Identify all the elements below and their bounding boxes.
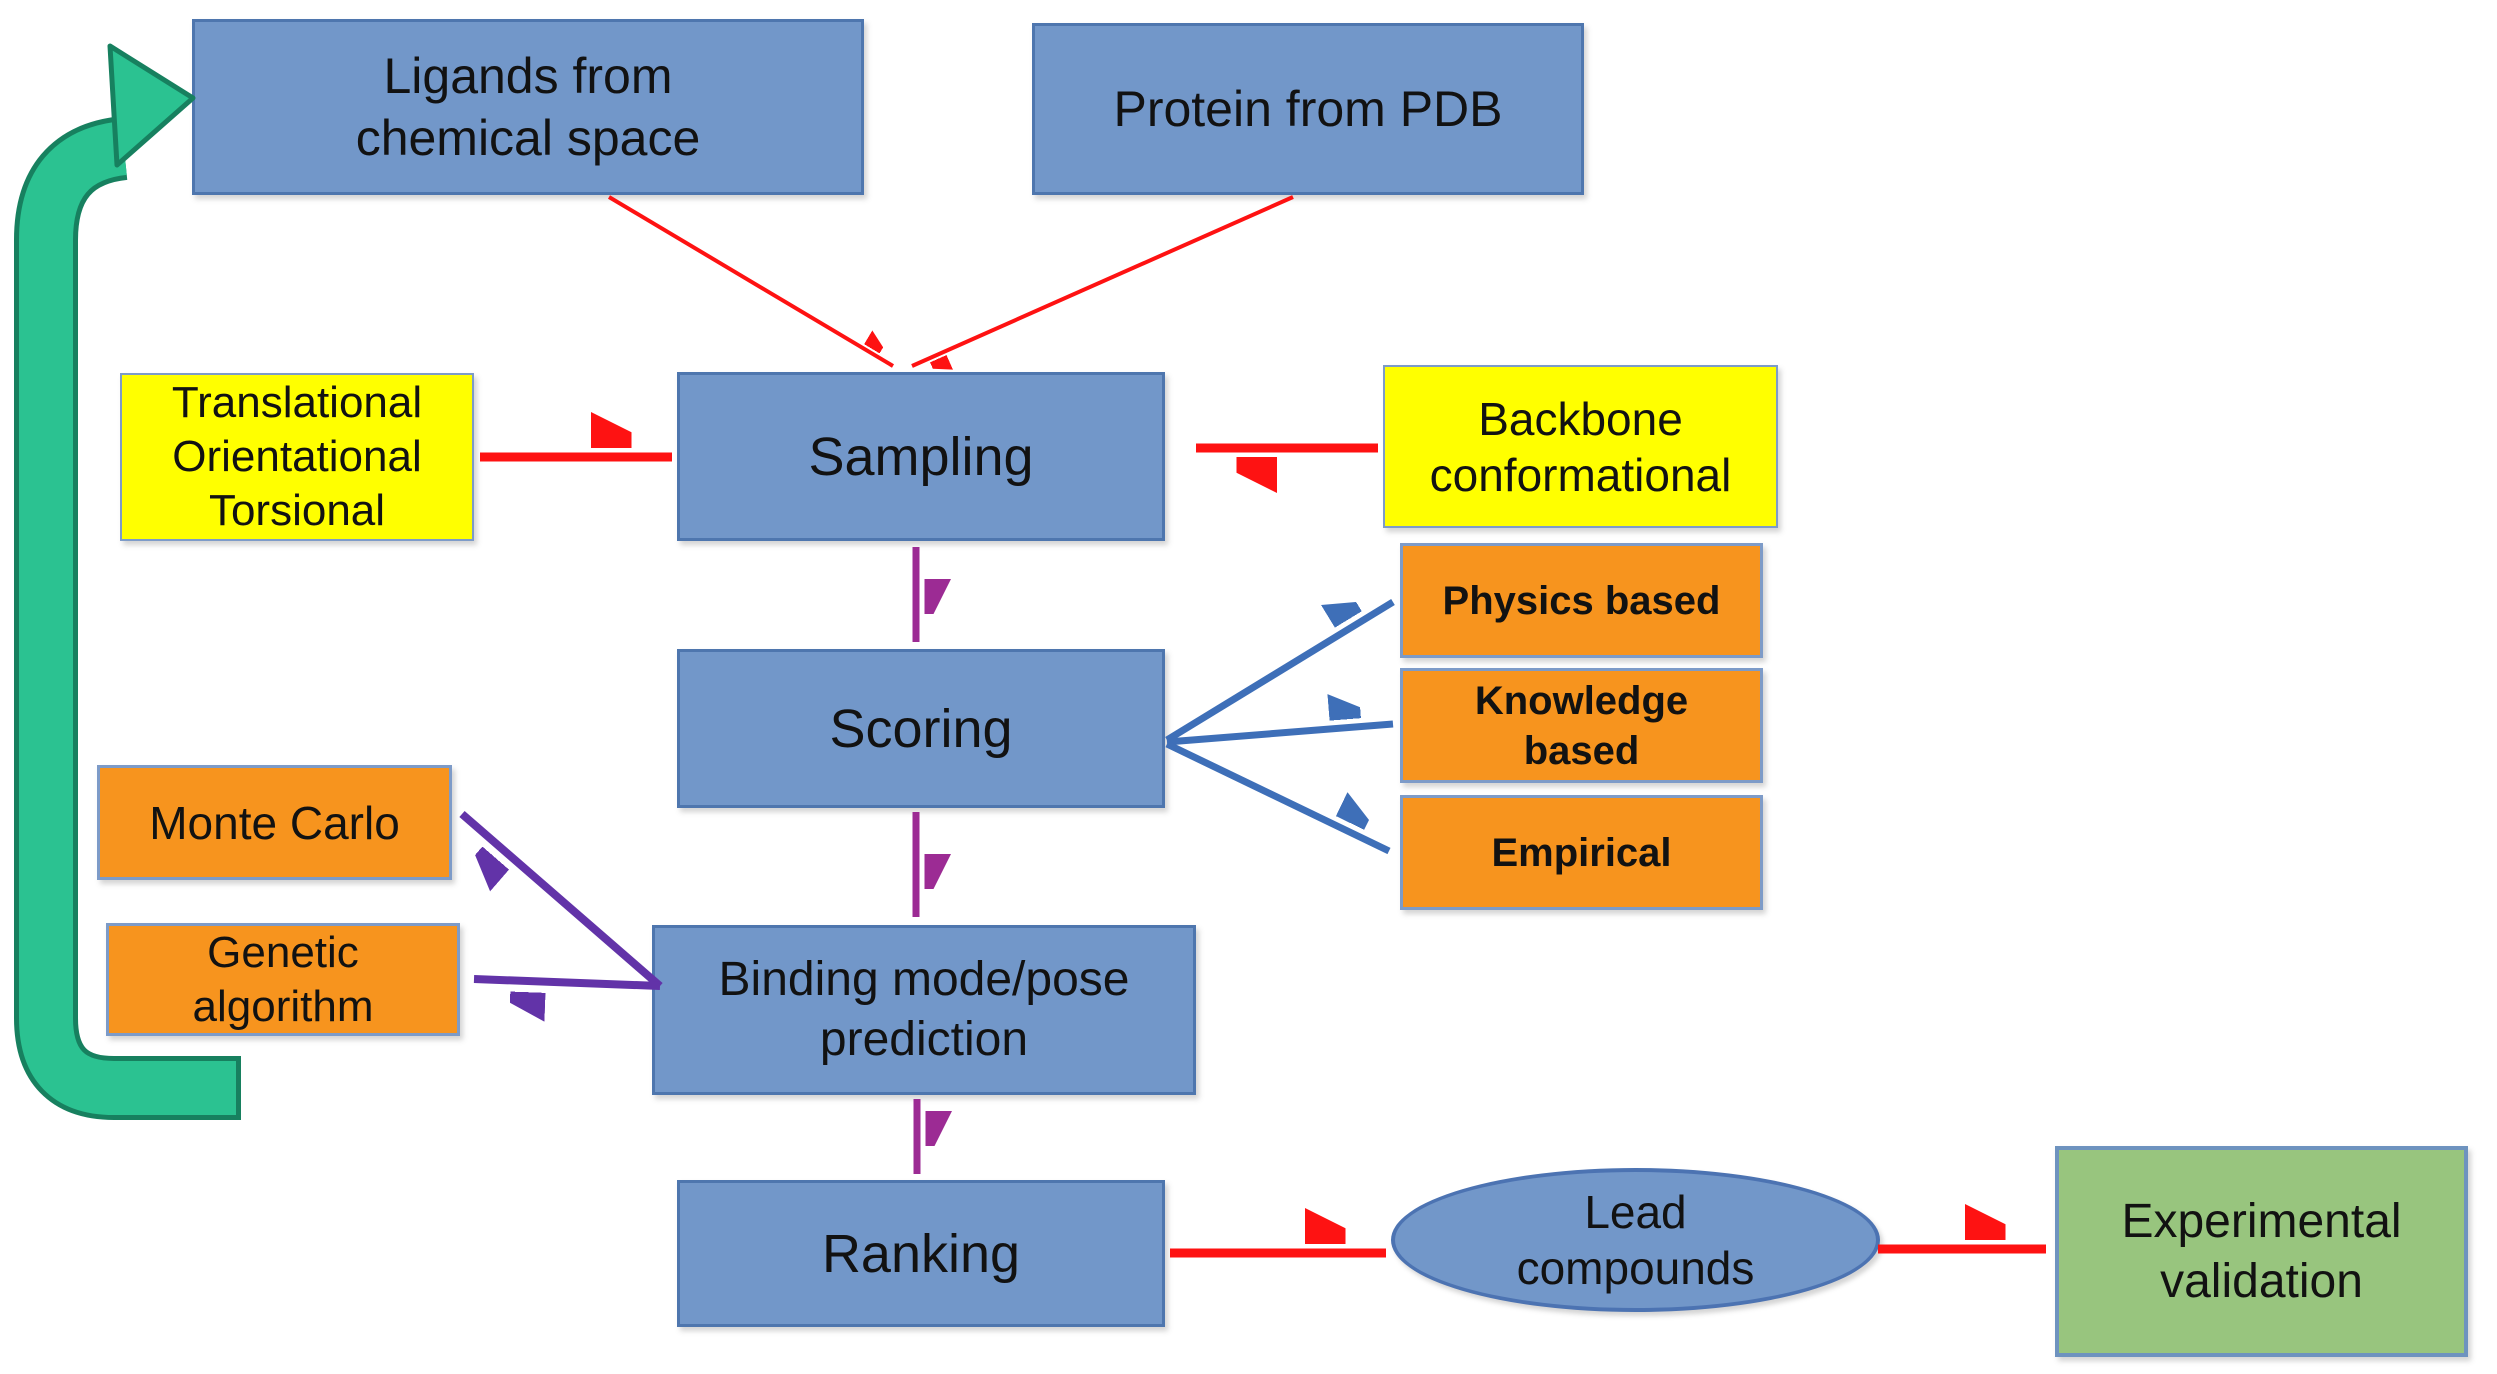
- green-loop-arrowhead: [107, 43, 196, 168]
- arrow-scoring-to-knowledge-based: [1166, 724, 1394, 746]
- arrow-scoring-to-empirical: [1165, 740, 1391, 855]
- node-protein-from-pdb: Protein from PDB: [1032, 23, 1584, 195]
- node-physics-based: Physics based: [1400, 543, 1763, 658]
- node-lead-compounds: Lead compounds: [1391, 1168, 1880, 1312]
- node-empirical: Empirical: [1400, 795, 1763, 910]
- node-backbone-conformational: Backbone conformational: [1383, 365, 1778, 528]
- node-translational-orientational-torsional: Translational Orientational Torsional: [120, 373, 474, 541]
- arrow-binding-to-genetic-algorithm: [473, 975, 661, 986]
- node-knowledge-based: Knowledge based: [1400, 668, 1763, 783]
- node-scoring: Scoring: [677, 649, 1165, 808]
- arrow-binding-to-monte-carlo: [459, 810, 663, 990]
- node-ligands-from-chemical-space: Ligands from chemical space: [192, 19, 864, 195]
- node-sampling: Sampling: [677, 372, 1165, 541]
- node-ranking: Ranking: [677, 1180, 1165, 1327]
- arrow-scoring-to-physics-based: [1165, 602, 1395, 743]
- node-binding-mode-pose-prediction: Binding mode/pose prediction: [652, 925, 1196, 1095]
- node-genetic-algorithm: Genetic algorithm: [106, 923, 460, 1036]
- node-experimental-validation: Experimental validation: [2055, 1146, 2468, 1357]
- node-monte-carlo: Monte Carlo: [97, 765, 452, 880]
- arrow-protein-to-sampling: [911, 195, 1294, 366]
- arrow-ligands-to-sampling: [607, 195, 895, 368]
